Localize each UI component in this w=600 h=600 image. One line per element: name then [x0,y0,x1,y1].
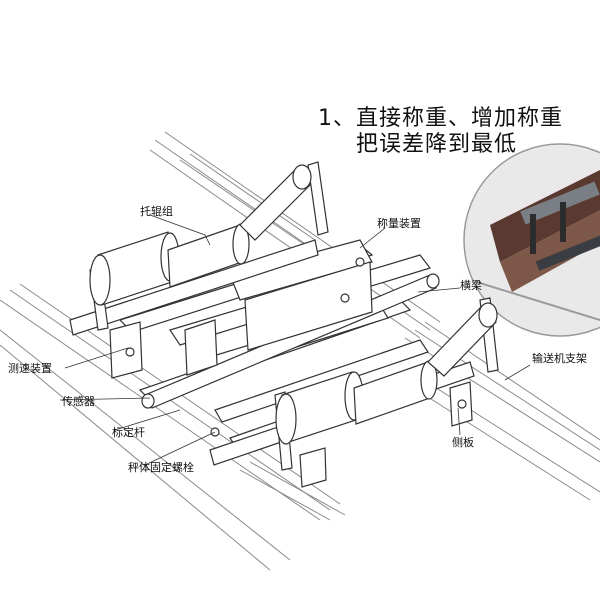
label-side-plate: 侧板 [452,436,474,449]
leader-lines [59,214,531,466]
label-scale-bolt: 秤体固定螺栓 [128,461,194,474]
lower-idler-group [209,297,499,471]
label-sensor: 传感器 [62,395,95,408]
label-crossbeam: 横梁 [460,279,482,292]
label-weighing-device: 称量装置 [377,217,421,230]
upper-idler-group [69,161,329,336]
side-plates [109,319,473,488]
label-calibration-rod: 标定杆 [112,426,145,439]
headline-line-1: 1、直接称重、增加称重 [318,106,563,131]
label-idler-group: 托辊组 [140,205,173,218]
label-conveyor-frame: 输送机支架 [532,352,587,365]
headline-line-2: 把误差降到最低 [356,132,518,157]
label-speed-device: 测速装置 [8,362,52,375]
inset-photo [463,143,600,337]
